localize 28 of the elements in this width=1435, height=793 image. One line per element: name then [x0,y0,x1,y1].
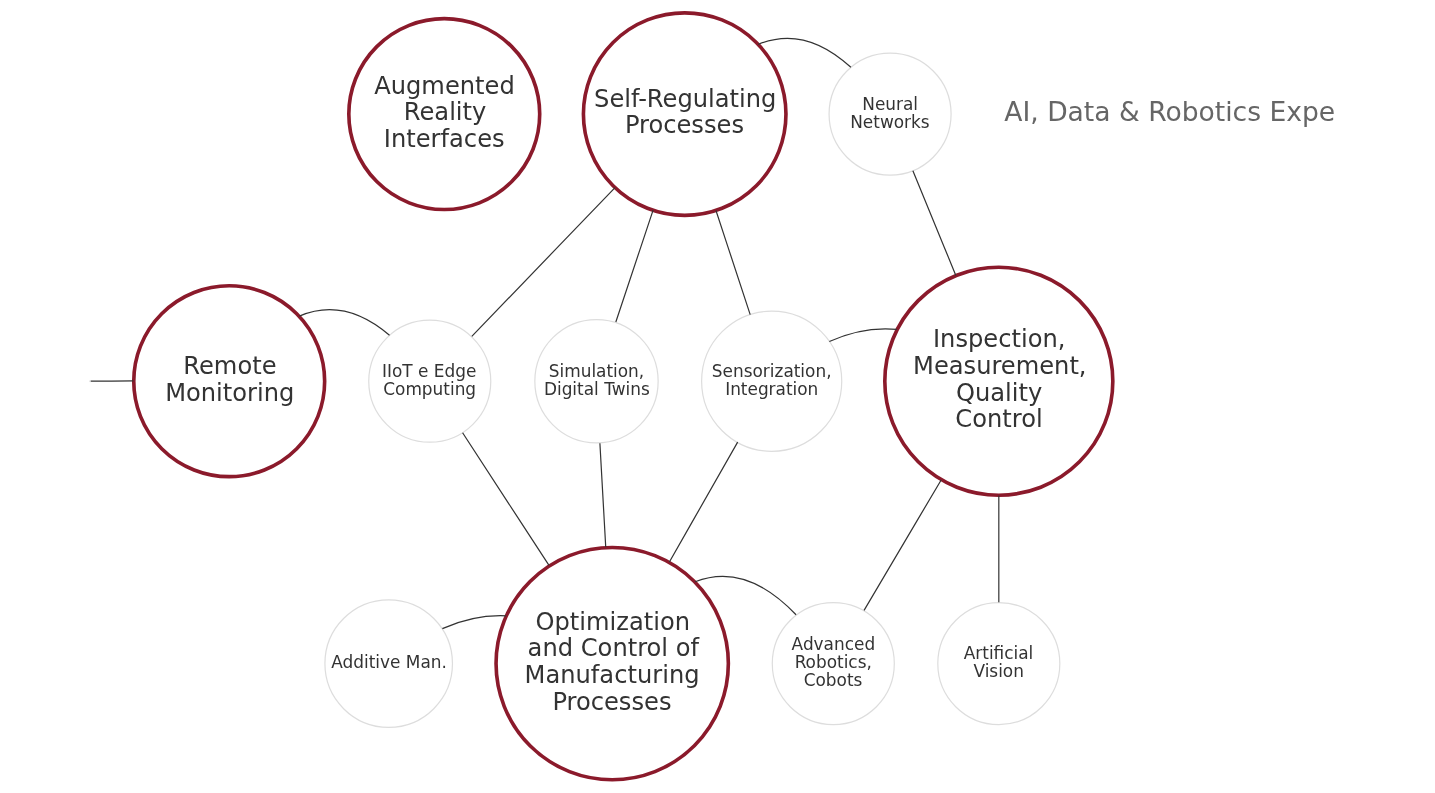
node-circle: Simulation, Digital Twins [533,318,659,444]
connector [614,209,654,323]
label: AI, Data & Robotics Expe [1003,95,1335,127]
connector [668,441,738,563]
connector [997,494,999,603]
connector [461,432,550,567]
node-circle: Self-Regulating Processes [581,11,788,218]
connector [828,328,897,343]
node-circle: Artificial Vision [936,602,1060,726]
connector [598,442,606,548]
connector [298,309,390,336]
connector [441,615,507,630]
connector [862,479,942,611]
node-circle: Additive Man. [323,599,453,728]
node-circle: Advanced Robotics, Cobots [771,602,895,726]
node-circle: Augmented Reality Interfaces [346,16,541,212]
node-circle: Neural Networks [827,52,952,176]
connector [714,209,751,316]
node-circle: Optimization and Control of Manufacturing Processes [493,545,730,782]
node-circle: Sensorization, Integration [700,310,842,452]
connector [911,170,956,276]
connector [89,380,134,382]
connector [694,575,797,616]
connector [757,37,851,68]
connector [470,187,616,337]
node-circle: IIoT e Edge Computing [367,319,491,443]
node-circle: Remote Monitoring [131,283,326,479]
node-circle: Inspection, Measurement, Quality Control [882,265,1115,497]
